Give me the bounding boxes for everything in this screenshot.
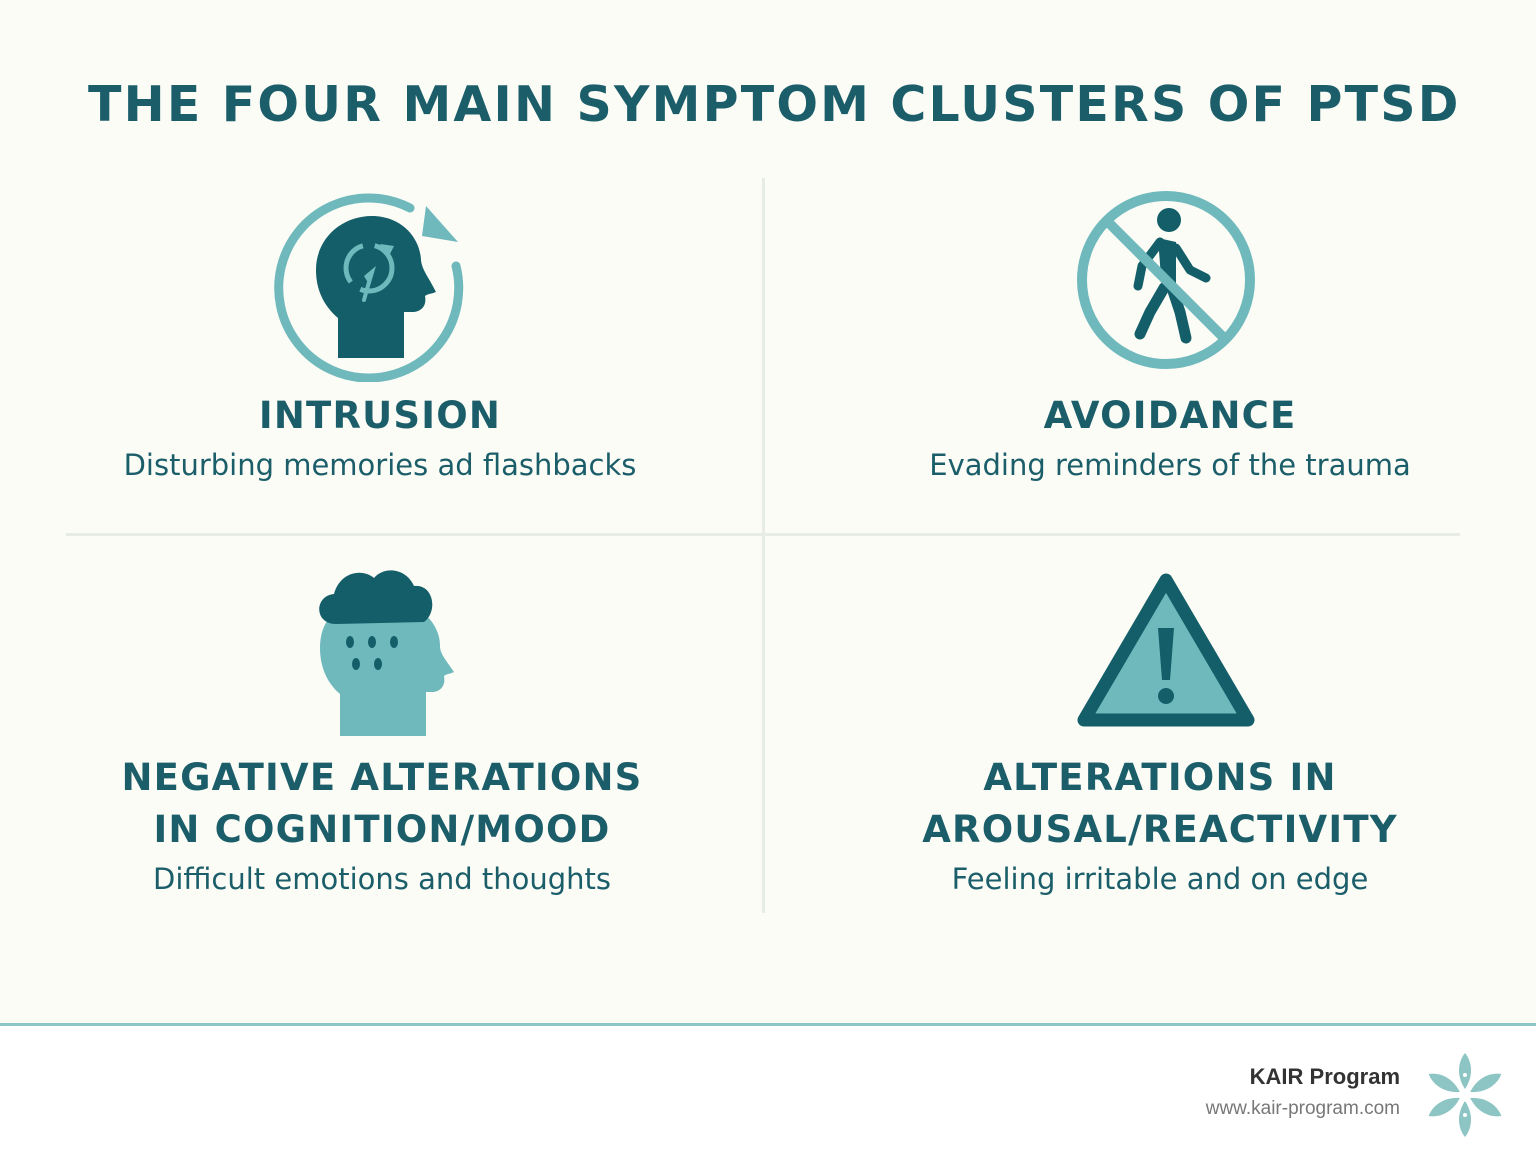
flower-logo-icon <box>1420 1050 1510 1144</box>
cluster-title-line: INTRUSION <box>258 394 502 437</box>
warning-triangle-icon <box>1074 568 1258 732</box>
page-title: THE FOUR MAIN SYMPTOM CLUSTERS OF PTSD <box>88 76 1461 133</box>
cluster-title: AVOIDANCE <box>860 390 1480 442</box>
cluster-negative-alterations: NEGATIVE ALTERATIONS IN COGNITION/MOOD D… <box>72 752 692 902</box>
cluster-intrusion: INTRUSION Disturbing memories ad flashba… <box>70 390 690 488</box>
head-cycle-icon <box>272 182 472 382</box>
footer-rule <box>0 1023 1536 1026</box>
cluster-description: Difficult emotions and thoughts <box>152 862 612 896</box>
brand-url: www.kair-program.com <box>1205 1098 1400 1119</box>
cluster-arousal-reactivity: ALTERATIONS IN AROUSAL/REACTIVITY Feelin… <box>850 752 1470 902</box>
brand-name: KAIR Program <box>1249 1064 1400 1089</box>
cluster-title: NEGATIVE ALTERATIONS IN COGNITION/MOOD <box>72 752 692 856</box>
cluster-title-line: NEGATIVE ALTERATIONS <box>121 756 643 799</box>
cluster-title: ALTERATIONS IN AROUSAL/REACTIVITY <box>850 752 1470 856</box>
cluster-title-line: IN COGNITION/MOOD <box>153 808 611 851</box>
cluster-avoidance: AVOIDANCE Evading reminders of the traum… <box>860 390 1480 488</box>
cluster-title: INTRUSION <box>70 390 690 442</box>
cluster-description: Disturbing memories ad flashbacks <box>123 448 637 482</box>
horizontal-divider <box>66 533 1460 536</box>
no-walking-icon <box>1066 182 1266 382</box>
cluster-title-line: ALTERATIONS IN <box>983 756 1337 799</box>
vertical-divider <box>762 178 765 913</box>
cluster-title-line: AVOIDANCE <box>1043 394 1297 437</box>
cluster-title-line: AROUSAL/REACTIVITY <box>922 808 1398 851</box>
head-raincloud-icon <box>300 560 480 740</box>
cluster-description: Feeling irritable and on edge <box>951 862 1369 896</box>
footer <box>0 1026 1536 1154</box>
cluster-description: Evading reminders of the trauma <box>929 448 1411 482</box>
